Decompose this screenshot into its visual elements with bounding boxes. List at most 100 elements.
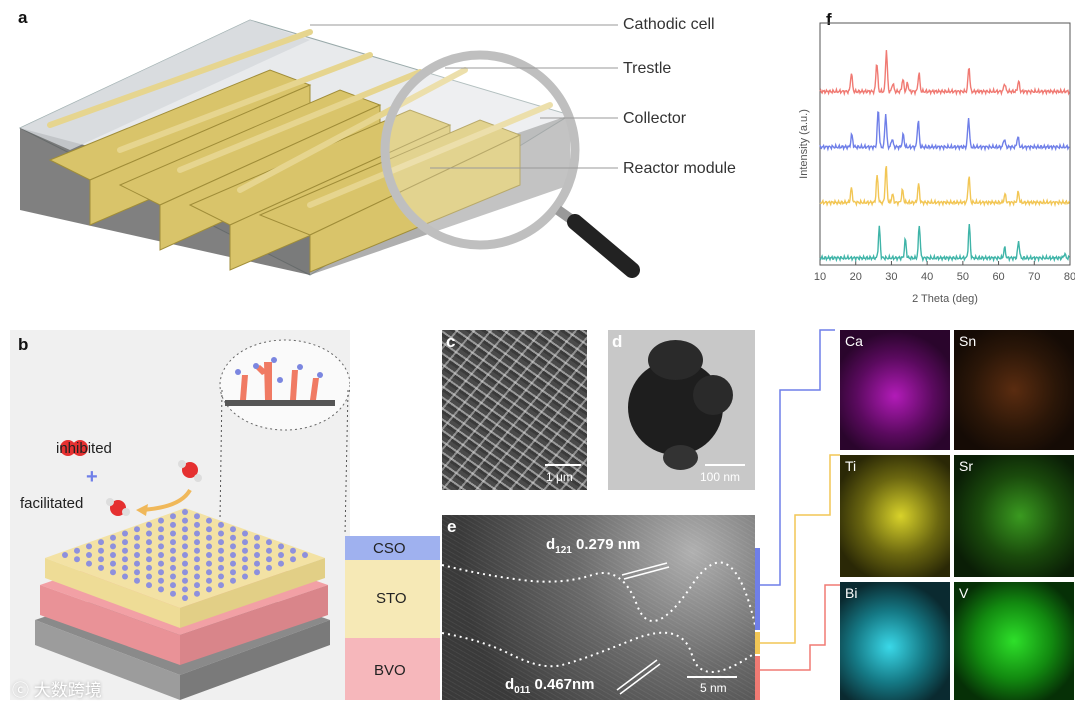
surface-dot xyxy=(170,565,176,571)
surface-dot xyxy=(290,548,296,554)
surface-dot xyxy=(74,556,80,562)
facilitated-label: facilitated xyxy=(20,495,83,512)
surface-dot xyxy=(158,578,164,584)
map-label-ti: Ti xyxy=(845,458,856,474)
surface-dot xyxy=(98,548,104,554)
x-tick-label: 80 xyxy=(1064,271,1075,283)
surface-dot xyxy=(134,552,140,558)
surface-dot xyxy=(110,561,116,567)
surface-dot xyxy=(278,561,284,567)
surface-dot xyxy=(146,556,152,562)
surface-dot xyxy=(206,552,212,558)
surface-dot xyxy=(206,569,212,575)
surface-dot xyxy=(194,548,200,554)
surface-dot xyxy=(218,582,224,588)
x-tick-label: 50 xyxy=(957,271,969,283)
surface-dot xyxy=(230,552,236,558)
surface-dot xyxy=(230,535,236,541)
layer-stack-illustration xyxy=(10,330,350,700)
surface-dot xyxy=(182,586,188,592)
sem-image xyxy=(442,330,587,490)
surface-dot xyxy=(146,522,152,528)
surface-dot xyxy=(254,552,260,558)
surface-dot xyxy=(194,539,200,545)
surface-dot xyxy=(182,509,188,515)
surface-dot xyxy=(194,531,200,537)
surface-dot xyxy=(206,561,212,567)
y-axis-label: Intensity (a.u.) xyxy=(798,109,810,179)
surface-dot xyxy=(182,561,188,567)
x-tick-label: 20 xyxy=(850,271,862,283)
surface-dot xyxy=(86,552,92,558)
surface-dot xyxy=(98,539,104,545)
surface-dot xyxy=(146,574,152,580)
surface-dot xyxy=(242,539,248,545)
x-tick-label: 40 xyxy=(921,271,933,283)
surface-dot xyxy=(110,535,116,541)
callout-trestle: Trestle xyxy=(623,60,671,78)
surface-dot xyxy=(206,578,212,584)
surface-dot xyxy=(230,561,236,567)
sem-scalebar xyxy=(545,464,581,466)
surface-dot xyxy=(158,518,164,524)
surface-dot xyxy=(194,582,200,588)
surface-dot xyxy=(194,591,200,597)
surface-dot xyxy=(182,518,188,524)
surface-dot xyxy=(206,586,212,592)
inhibited-label: inhibited xyxy=(56,440,112,457)
panel-c-letter: c xyxy=(446,332,455,352)
surface-dot xyxy=(170,531,176,537)
x-tick-label: 10 xyxy=(814,271,826,283)
map-label-sr: Sr xyxy=(959,458,973,474)
surface-dot xyxy=(134,535,140,541)
surface-dot xyxy=(182,595,188,601)
surface-dot xyxy=(110,569,116,575)
surface-dot xyxy=(170,539,176,545)
label-bvo: BVO xyxy=(374,662,406,679)
surface-dot xyxy=(206,543,212,549)
surface-dot xyxy=(194,565,200,571)
surface-dot xyxy=(266,556,272,562)
surface-dot xyxy=(146,582,152,588)
surface-dot xyxy=(158,552,164,558)
surface-dot xyxy=(194,522,200,528)
surface-dot xyxy=(254,535,260,541)
plot-frame xyxy=(820,23,1070,265)
sem-scale-label: 1 μm xyxy=(546,470,573,484)
surface-dot xyxy=(218,565,224,571)
surface-dot xyxy=(110,543,116,549)
surface-dot xyxy=(230,569,236,575)
surface-dot xyxy=(242,531,248,537)
surface-dot xyxy=(182,552,188,558)
surface-dot xyxy=(218,531,224,537)
surface-dot xyxy=(278,543,284,549)
surface-dot xyxy=(170,556,176,562)
surface-dot xyxy=(158,561,164,567)
surface-dot xyxy=(242,574,248,580)
surface-dot xyxy=(242,548,248,554)
reactor-illustration xyxy=(10,10,770,285)
map-label-ca: Ca xyxy=(845,333,863,349)
surface-dot xyxy=(158,526,164,532)
watermark: ⓒ 大数跨境 xyxy=(12,676,102,701)
eds-map-ti xyxy=(840,455,950,577)
surface-dot xyxy=(218,522,224,528)
surface-dot xyxy=(182,526,188,532)
surface-dot xyxy=(86,561,92,567)
surface-dot xyxy=(158,535,164,541)
surface-dot xyxy=(182,535,188,541)
surface-dot xyxy=(182,569,188,575)
surface-dot xyxy=(266,548,272,554)
surface-dot xyxy=(134,578,140,584)
xrd-series-2 xyxy=(820,166,1069,204)
surface-dot xyxy=(182,578,188,584)
x-tick-label: 30 xyxy=(885,271,897,283)
surface-dot xyxy=(170,591,176,597)
tem-image xyxy=(608,330,755,490)
label-cso: CSO xyxy=(373,540,406,557)
x-axis-label: 2 Theta (deg) xyxy=(912,293,978,305)
surface-dot xyxy=(134,561,140,567)
callout-reactor-module: Reactor module xyxy=(623,160,736,178)
surface-dot xyxy=(122,548,128,554)
surface-dot xyxy=(170,513,176,519)
